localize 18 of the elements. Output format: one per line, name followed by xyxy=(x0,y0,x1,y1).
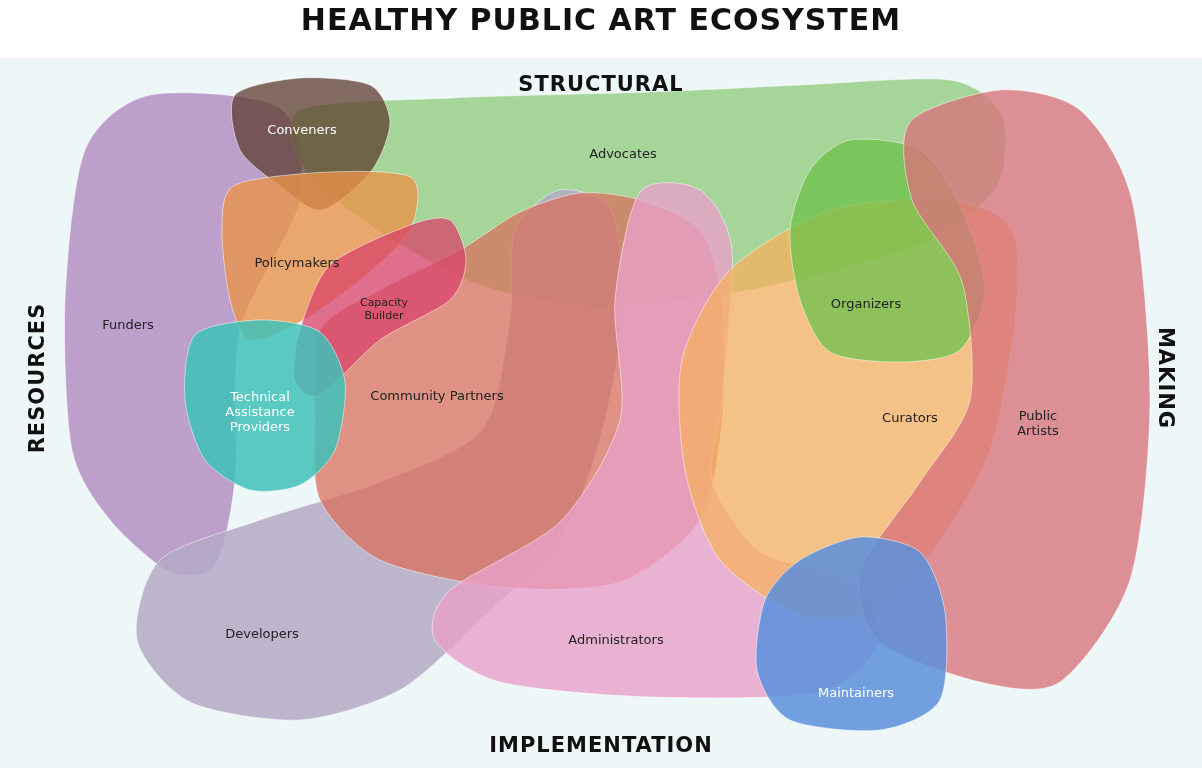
category-label: MAKING xyxy=(1154,326,1178,430)
category-label: IMPLEMENTATION xyxy=(489,733,713,757)
group-label: Curators xyxy=(882,410,938,426)
group-label: Public Artists xyxy=(1016,409,1060,439)
category-label: RESOURCES xyxy=(25,302,49,454)
group-label: Developers xyxy=(225,626,299,642)
group-label: Organizers xyxy=(830,296,902,312)
group-label: Policymakers xyxy=(254,255,340,271)
title: HEALTHY PUBLIC ART ECOSYSTEM xyxy=(299,2,903,37)
group-label: Technical Assistance Providers xyxy=(224,389,296,435)
group-label: Administrators xyxy=(568,632,664,648)
category-label: STRUCTURAL xyxy=(518,72,684,96)
group-label: Funders xyxy=(102,317,154,333)
group-label: Community Partners xyxy=(370,388,504,404)
group-label: Capacity Builder xyxy=(358,297,410,323)
group-label: Maintainers xyxy=(817,685,895,701)
group-label: Advocates xyxy=(589,146,657,162)
group-label: Conveners xyxy=(267,122,337,138)
